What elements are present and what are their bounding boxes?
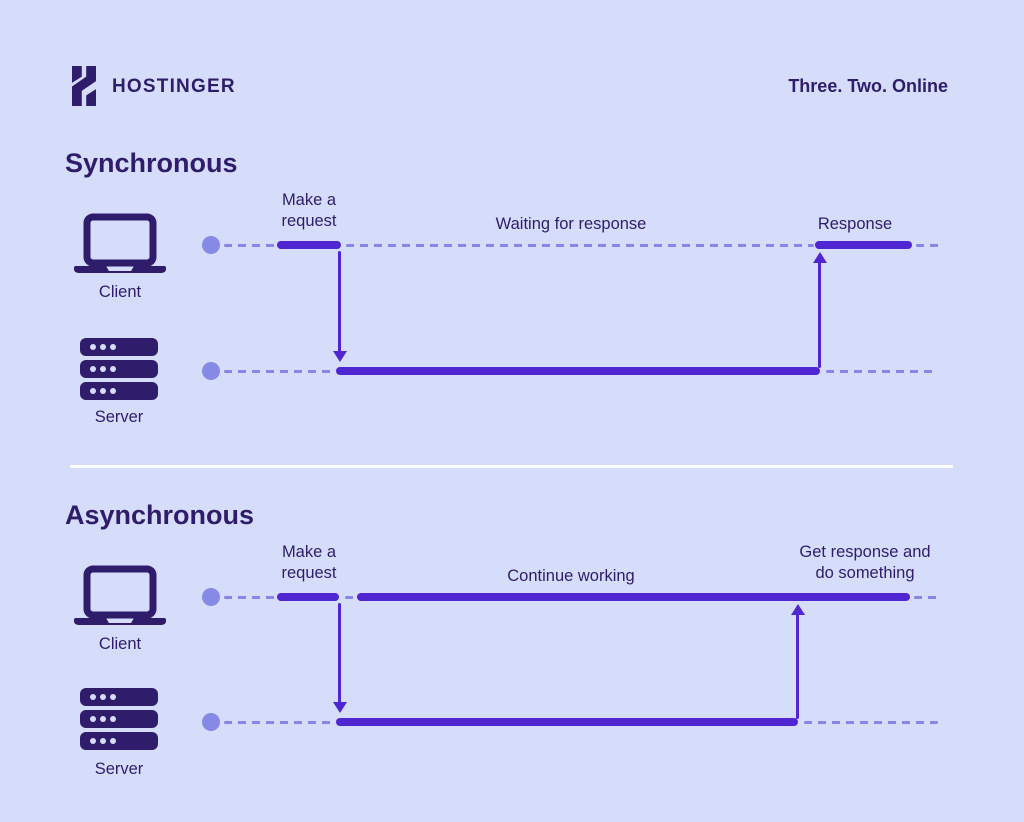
timeline-dashed-segment — [914, 596, 940, 599]
timeline-dashed-segment — [224, 370, 335, 373]
async-client-label: Client — [98, 635, 142, 653]
arrow-down-icon — [338, 251, 341, 352]
continue-working-segment — [357, 593, 910, 601]
sync-server-label: Server — [94, 408, 144, 426]
async-get-response-label: Get response and do something — [799, 543, 931, 582]
section-divider — [70, 465, 953, 468]
sync-waiting-label: Waiting for response — [495, 215, 647, 233]
timeline-dashed-segment — [224, 244, 278, 247]
timeline-start-dot — [202, 236, 220, 254]
sync-response-label: Response — [817, 215, 893, 233]
header-tagline: Three. Two. Online — [788, 76, 948, 96]
make-request-segment — [277, 241, 341, 249]
timeline-start-dot — [202, 362, 220, 380]
timeline-start-dot — [202, 713, 220, 731]
timeline-start-dot — [202, 588, 220, 606]
timeline-dashed-segment — [916, 244, 940, 247]
laptop-icon — [74, 213, 166, 273]
timeline-dashed-segment — [224, 721, 335, 724]
sync-section-title: Synchronous — [65, 148, 238, 178]
timeline-dashed-segment — [345, 596, 354, 599]
arrow-down-icon — [338, 603, 341, 703]
server-processing-segment — [336, 367, 820, 375]
sync-client-label: Client — [98, 283, 142, 301]
arrow-up-head-icon — [812, 252, 827, 263]
arrow-up-icon — [796, 614, 799, 719]
timeline-dashed-segment — [224, 596, 278, 599]
brand-wordmark: HOSTINGER — [112, 76, 236, 97]
response-segment — [815, 241, 912, 249]
hostinger-logo-icon — [72, 66, 96, 106]
timeline-dashed-segment — [826, 370, 938, 373]
sync-make-request-label: Make a request — [281, 191, 337, 230]
async-continue-working-label: Continue working — [507, 567, 635, 585]
arrow-down-head-icon — [332, 702, 347, 713]
async-section-title: Asynchronous — [65, 500, 255, 530]
arrow-down-head-icon — [332, 351, 347, 362]
timeline-dashed-segment — [346, 244, 814, 247]
timeline-dashed-segment — [804, 721, 938, 724]
make-request-segment — [277, 593, 339, 601]
laptop-icon — [74, 565, 166, 625]
server-processing-segment — [336, 718, 798, 726]
server-icon — [80, 338, 158, 400]
arrow-up-head-icon — [790, 604, 805, 615]
server-icon — [80, 688, 158, 750]
arrow-up-icon — [818, 262, 821, 368]
async-server-label: Server — [94, 760, 144, 778]
async-make-request-label: Make a request — [281, 543, 337, 582]
